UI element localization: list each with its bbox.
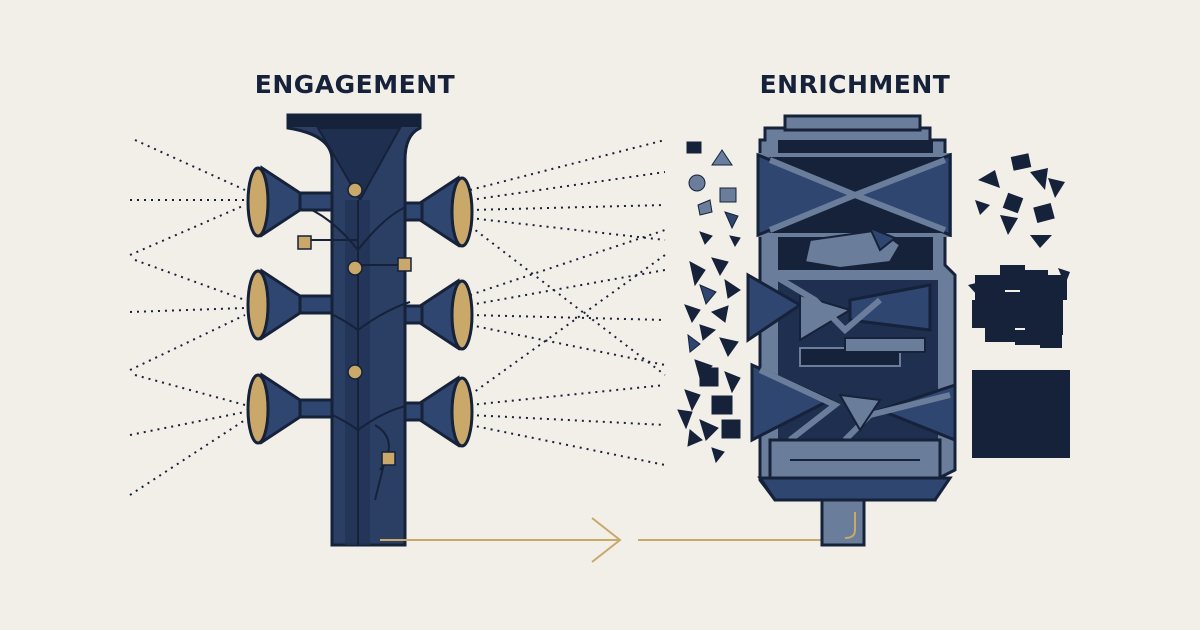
right-signal-lines: [469, 139, 666, 466]
megaphone-tower-icon: [286, 113, 422, 547]
fragment-cloud-left: [677, 141, 741, 464]
flow-arrow: [380, 517, 828, 563]
megaphone-icon: [403, 278, 474, 351]
megaphone-icon: [403, 375, 474, 448]
shredded-pile: [968, 265, 1070, 348]
megaphone-icon: [246, 165, 334, 238]
shredder-machine-icon: [746, 114, 957, 547]
megaphone-icon: [403, 175, 474, 248]
output-block: [972, 370, 1070, 458]
left-signal-lines: [129, 139, 246, 496]
engagement-label: ENGAGEMENT: [254, 70, 456, 99]
megaphone-icon: [246, 372, 334, 445]
megaphone-icon: [246, 268, 334, 341]
fragment-cloud-right: [975, 153, 1065, 248]
enrichment-label: ENRICHMENT: [759, 70, 951, 99]
